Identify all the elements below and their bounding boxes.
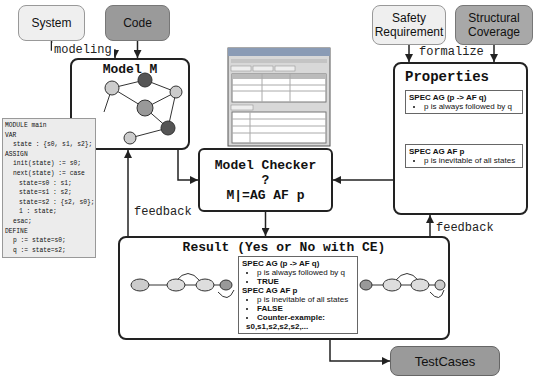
text-group: Model M (72, 62, 188, 77)
text-group: TestCases (391, 347, 499, 375)
flow-arrow (429, 215, 431, 236)
text-group: Result (Yes or No with CE) (120, 240, 448, 255)
node-text: Model M (72, 62, 188, 77)
flow-arrow (330, 340, 390, 361)
code-line: q := state=s2; (5, 246, 93, 256)
node-text: ? (262, 173, 270, 188)
code-line: 1 : state; (5, 207, 93, 217)
flow-arrow (408, 45, 410, 62)
node-text: System (31, 16, 71, 30)
text-group: Code (106, 6, 169, 40)
text-group: Model Checker?M|=AG AF p (200, 150, 331, 210)
code-line: init(state) := s0; (5, 159, 93, 169)
code-line: state=s0 : s1; (5, 179, 93, 189)
result-box: Result (Yes or No with CE)SPEC AG (p -> … (118, 236, 450, 340)
node-text: Result (Yes or No with CE) (120, 240, 448, 255)
text-group: Properties (405, 69, 489, 85)
node-text: SPEC AG AF p (409, 147, 519, 156)
input-box: System (18, 5, 85, 41)
node-text: Model Checker (215, 158, 316, 173)
node-text: p is always followed by q (246, 268, 354, 277)
flow-arrow (265, 212, 267, 236)
spec-callout: SPEC AG AF pp is inevitable of all state… (405, 144, 523, 168)
flow-arrow (137, 41, 139, 58)
input-box: Structural Coverage (455, 5, 533, 45)
node-text: SPEC AG (p -> AF q) (242, 259, 354, 268)
node-text: Safety Requirement (373, 11, 445, 39)
code-line: next(state) := case (5, 169, 93, 179)
code-line: DEFINE (5, 227, 93, 237)
node-text: p is inevitable of all states (246, 295, 354, 304)
node-text: Code (123, 16, 152, 30)
checker-box: Model Checker?M|=AG AF p (198, 148, 333, 212)
node-text: TRUE (246, 277, 354, 286)
node-text: FALSE (246, 304, 354, 313)
node-text: p is inevitable of all states (413, 156, 519, 165)
node-text: Counter-example: s0,s1,s2,s2,s2,... (246, 313, 354, 331)
flow-arrow (52, 41, 116, 58)
code-line: state=s2 : {s2, s0}; (5, 198, 93, 208)
spec-callout: SPEC AG (p -> AF q)p is always followed … (405, 90, 523, 114)
flow-arrow (178, 150, 198, 180)
edge-label: modeling (52, 43, 114, 57)
spec-callout: SPEC AG (p -> AF q)p is always followed … (238, 256, 358, 334)
output-box: TestCases (390, 346, 500, 376)
edge-label: feedback (434, 221, 496, 235)
code-line: MODULE main (5, 121, 93, 131)
flow-arrow (127, 150, 129, 236)
node-text: SPEC AG AF p (242, 286, 354, 295)
flow-arrow (493, 45, 495, 62)
code-line: state : {s0, s1, s2}; (5, 140, 93, 150)
edge-label: formalize (417, 45, 486, 59)
tool-screenshot (228, 48, 330, 146)
code-line: esac; (5, 217, 93, 227)
node-text: SPEC AG (p -> AF q) (409, 93, 519, 102)
text-group: Structural Coverage (456, 6, 532, 44)
node-text: TestCases (415, 354, 476, 369)
flow-arrow (333, 179, 393, 181)
code-line: ASSIGN (5, 150, 93, 160)
code-line: state=s1 : s2; (5, 188, 93, 198)
model-state-graph (104, 73, 182, 144)
code-snippet: MODULE mainVARstate : {s0, s1, s2};ASSIG… (2, 118, 96, 258)
node-text: p is always followed by q (413, 102, 519, 111)
edge-label: feedback (132, 205, 194, 219)
input-box: Safety Requirement (372, 5, 446, 45)
properties-box: PropertiesSPEC AG (p -> AF q)p is always… (393, 62, 528, 215)
node-text: Structural Coverage (456, 11, 532, 39)
code-line: p := state=s0; (5, 236, 93, 246)
node-text: M|=AG AF p (226, 188, 304, 203)
node-text: Properties (405, 69, 489, 85)
input-box: Code (105, 5, 170, 41)
code-line: VAR (5, 131, 93, 141)
text-group: System (19, 6, 84, 40)
text-group: Safety Requirement (373, 6, 445, 44)
